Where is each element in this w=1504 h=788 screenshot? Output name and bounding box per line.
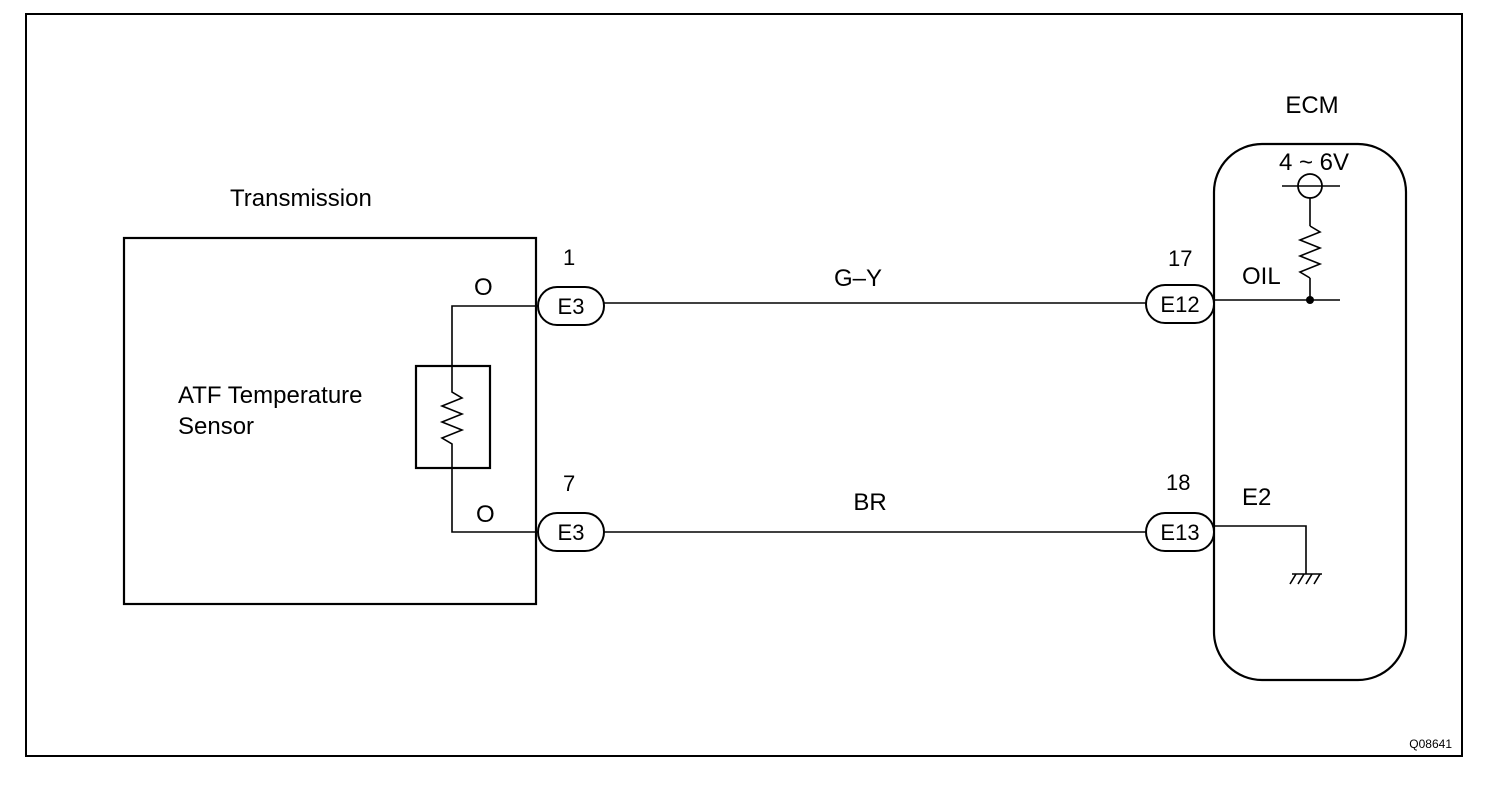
left-bottom-pin: 7 — [563, 471, 575, 496]
transmission-label: Transmission — [230, 185, 372, 212]
ecm-e2-internal-line — [1214, 525, 1307, 574]
right-top-connector — [1145, 284, 1215, 324]
right-bottom-connector — [1145, 512, 1215, 552]
ecm-e2-terminal: E2 — [1242, 484, 1271, 511]
right-top-pin: 17 — [1168, 246, 1192, 271]
sensor-terminal-bottom: O — [476, 501, 495, 528]
sensor-bottom-lead — [451, 466, 540, 533]
right-bottom-pin: 18 — [1166, 470, 1190, 495]
right-top-connector-label: E12 — [1160, 292, 1199, 317]
sensor-label-line1: ATF Temperature — [178, 382, 363, 409]
wire-top-color: G–Y — [834, 265, 882, 292]
ecm-box — [1212, 142, 1408, 682]
left-top-connector-label: E3 — [558, 294, 585, 319]
wire-bottom-color: BR — [853, 489, 886, 516]
right-bottom-connector-label: E13 — [1160, 520, 1199, 545]
pullup-resistor-symbol — [1297, 225, 1323, 279]
ecm-voltage-label: 4 ~ 6V — [1279, 149, 1349, 176]
left-top-pin: 1 — [563, 245, 575, 270]
ecm-label: ECM — [1285, 92, 1338, 119]
sensor-terminal-top: O — [474, 274, 493, 301]
transmission-box — [122, 236, 538, 606]
left-top-connector — [537, 286, 605, 326]
left-bottom-connector-label: E3 — [558, 520, 585, 545]
diagram-frame — [25, 13, 1463, 757]
figure-code: Q08641 — [1409, 737, 1452, 751]
sensor-resistor-symbol — [439, 386, 465, 466]
sensor-body — [414, 364, 492, 470]
sensor-label-line2: Sensor — [178, 413, 254, 440]
sensor-top-lead — [451, 305, 540, 386]
ecm-oil-terminal: OIL — [1242, 263, 1281, 290]
ground-icon — [1289, 573, 1321, 585]
